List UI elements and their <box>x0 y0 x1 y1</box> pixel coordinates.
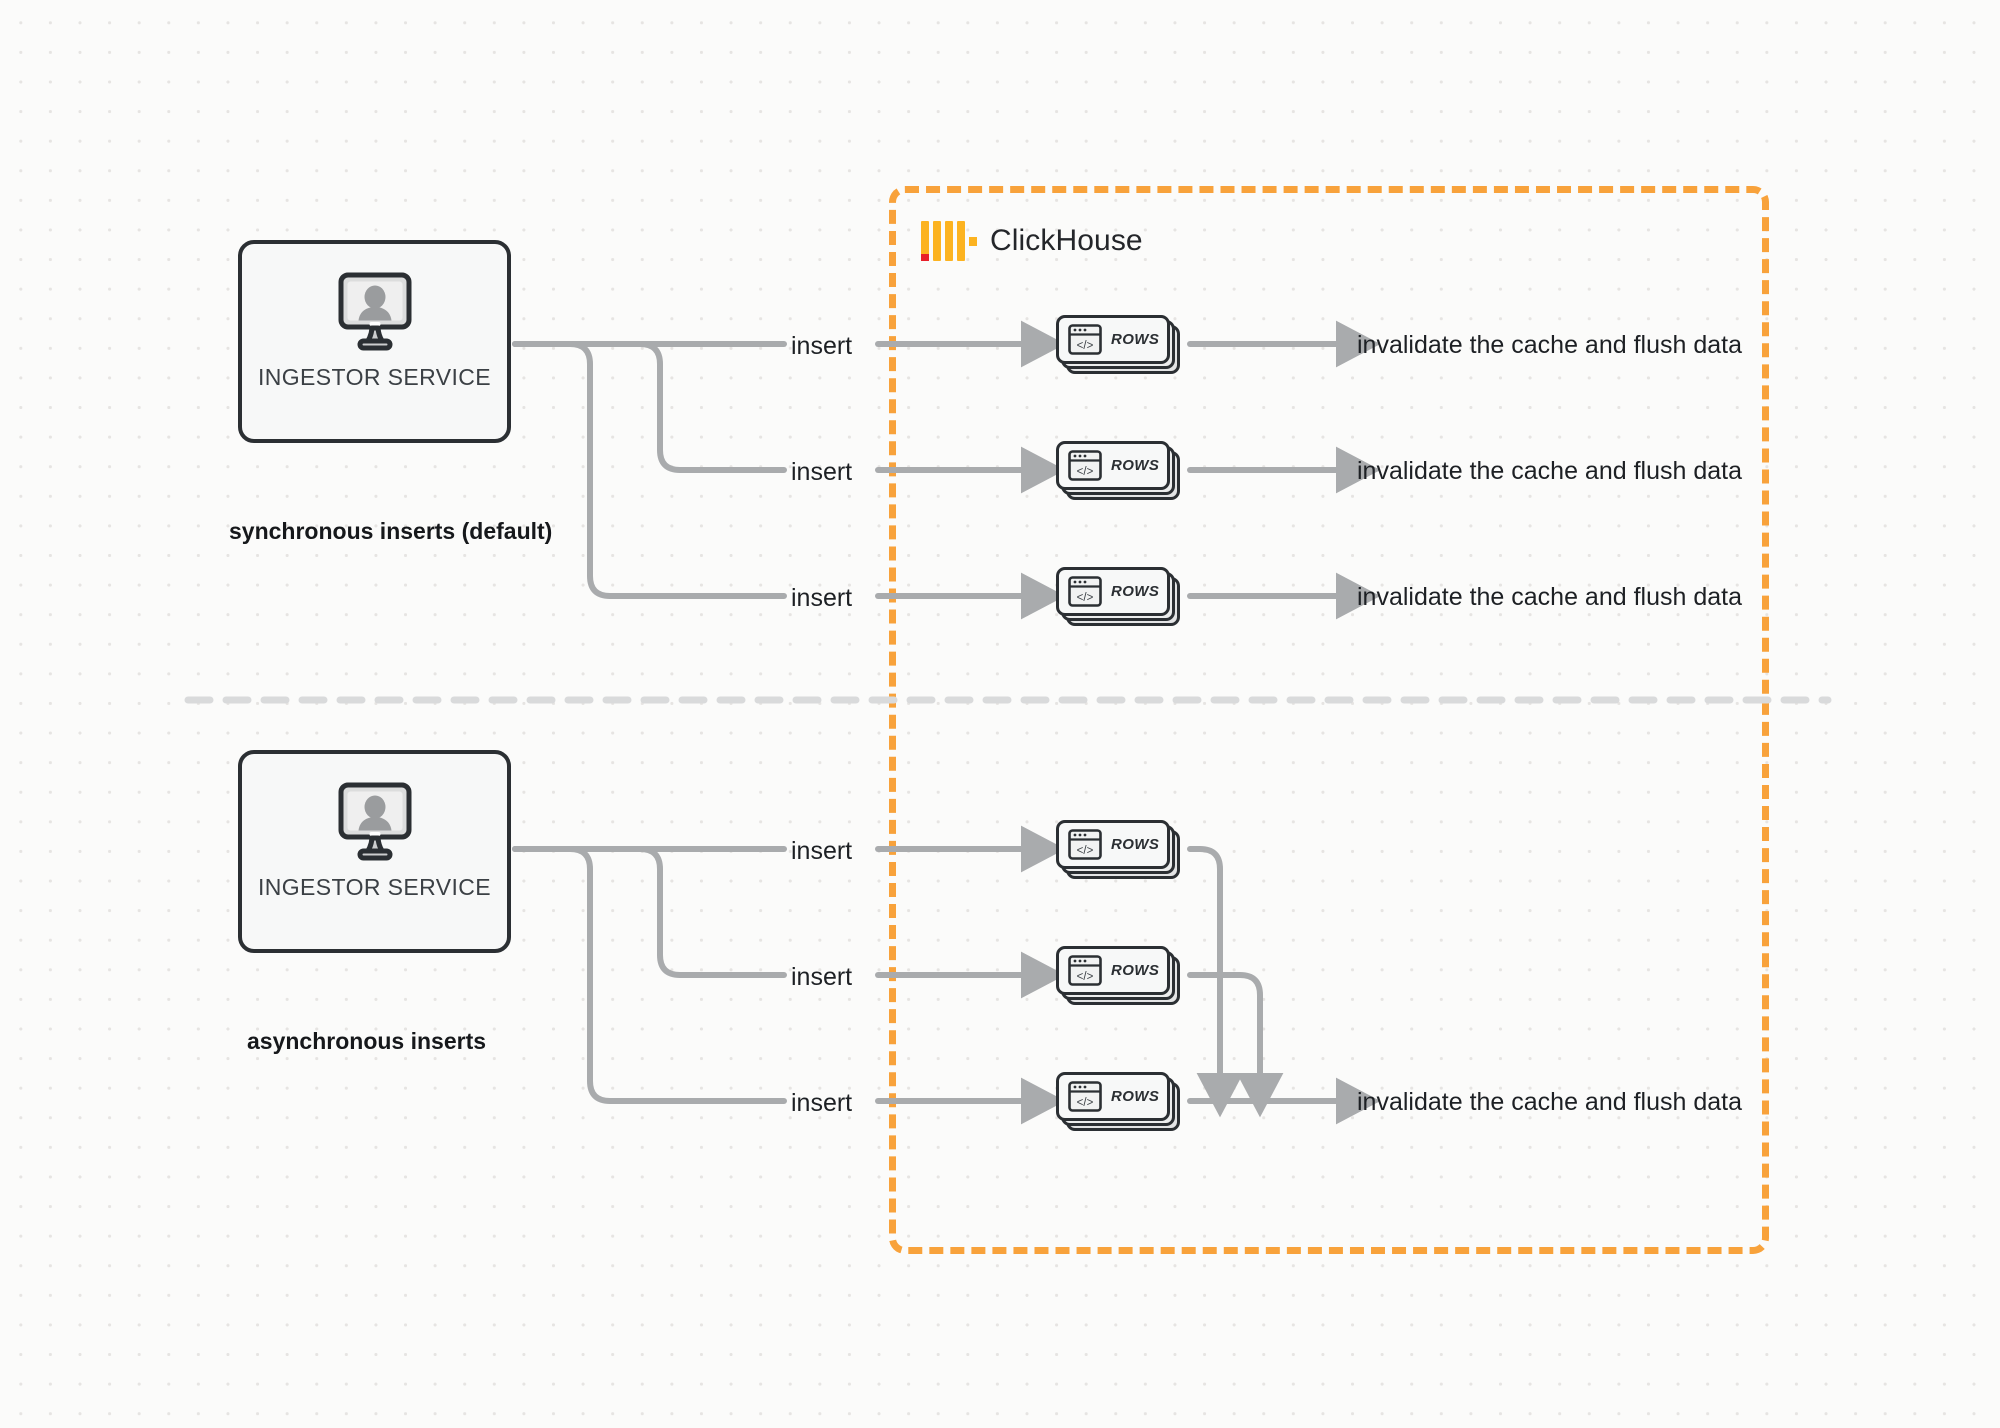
result-label-sync-3: invalidate the cache and flush data <box>1357 583 1742 611</box>
clickhouse-brand: ClickHouse <box>921 218 1143 264</box>
rows-card-label: ROWS <box>1111 331 1160 348</box>
caption-sync: synchronous inserts (default) <box>229 518 553 544</box>
rows-card-sync-2[interactable]: </> ROWS <box>1056 441 1180 500</box>
code-window-icon: </> <box>1068 324 1102 355</box>
svg-text:</>: </> <box>1077 971 1094 983</box>
wire-sync-branch-3 <box>512 341 787 599</box>
svg-text:</>: </> <box>1077 592 1094 604</box>
monitor-user-icon <box>331 782 419 862</box>
code-window-icon: </> <box>1068 1081 1102 1112</box>
ingestor-service-label: INGESTOR SERVICE <box>257 874 492 900</box>
clickhouse-boundary <box>889 186 1769 1254</box>
wire-async-branch-3 <box>512 846 787 1104</box>
insert-label-async-2: insert <box>791 963 853 991</box>
rows-card-sync-1[interactable]: </> ROWS <box>1056 315 1180 374</box>
rows-card-async-3[interactable]: </> ROWS <box>1056 1072 1180 1131</box>
insert-label-sync-2: insert <box>791 458 853 486</box>
clickhouse-logo-icon <box>921 221 977 261</box>
code-window-icon: </> <box>1068 955 1102 986</box>
rows-card-label: ROWS <box>1111 1088 1160 1105</box>
monitor-user-icon <box>331 272 419 352</box>
clickhouse-wordmark: ClickHouse <box>990 224 1143 257</box>
insert-label-async-3: insert <box>791 1089 853 1117</box>
code-window-icon: </> <box>1068 829 1102 860</box>
result-label-sync-2: invalidate the cache and flush data <box>1357 457 1742 485</box>
insert-label-async-1: insert <box>791 837 853 865</box>
rows-card-async-1[interactable]: </> ROWS <box>1056 820 1180 879</box>
svg-text:</>: </> <box>1077 340 1094 352</box>
code-window-icon: </> <box>1068 450 1102 481</box>
ingestor-service-sync[interactable]: INGESTOR SERVICE <box>238 240 511 443</box>
rows-card-sync-3[interactable]: </> ROWS <box>1056 567 1180 626</box>
svg-text:</>: </> <box>1077 1097 1094 1109</box>
ingestor-service-async[interactable]: INGESTOR SERVICE <box>238 750 511 953</box>
svg-text:</>: </> <box>1077 466 1094 478</box>
wire-async-branch-2 <box>512 846 787 978</box>
ingestor-service-label: INGESTOR SERVICE <box>257 364 492 390</box>
insert-label-sync-3: insert <box>791 584 853 612</box>
caption-async: asynchronous inserts <box>247 1028 487 1054</box>
rows-card-label: ROWS <box>1111 583 1160 600</box>
svg-text:</>: </> <box>1077 845 1094 857</box>
code-window-icon: </> <box>1068 576 1102 607</box>
rows-card-label: ROWS <box>1111 836 1160 853</box>
insert-label-sync-1: insert <box>791 332 853 360</box>
result-label-sync-1: invalidate the cache and flush data <box>1357 331 1742 359</box>
rows-card-async-2[interactable]: </> ROWS <box>1056 946 1180 1005</box>
rows-card-label: ROWS <box>1111 962 1160 979</box>
result-label-async-merged: invalidate the cache and flush data <box>1357 1088 1742 1116</box>
wire-sync-branch-2 <box>512 341 787 473</box>
rows-card-label: ROWS <box>1111 457 1160 474</box>
